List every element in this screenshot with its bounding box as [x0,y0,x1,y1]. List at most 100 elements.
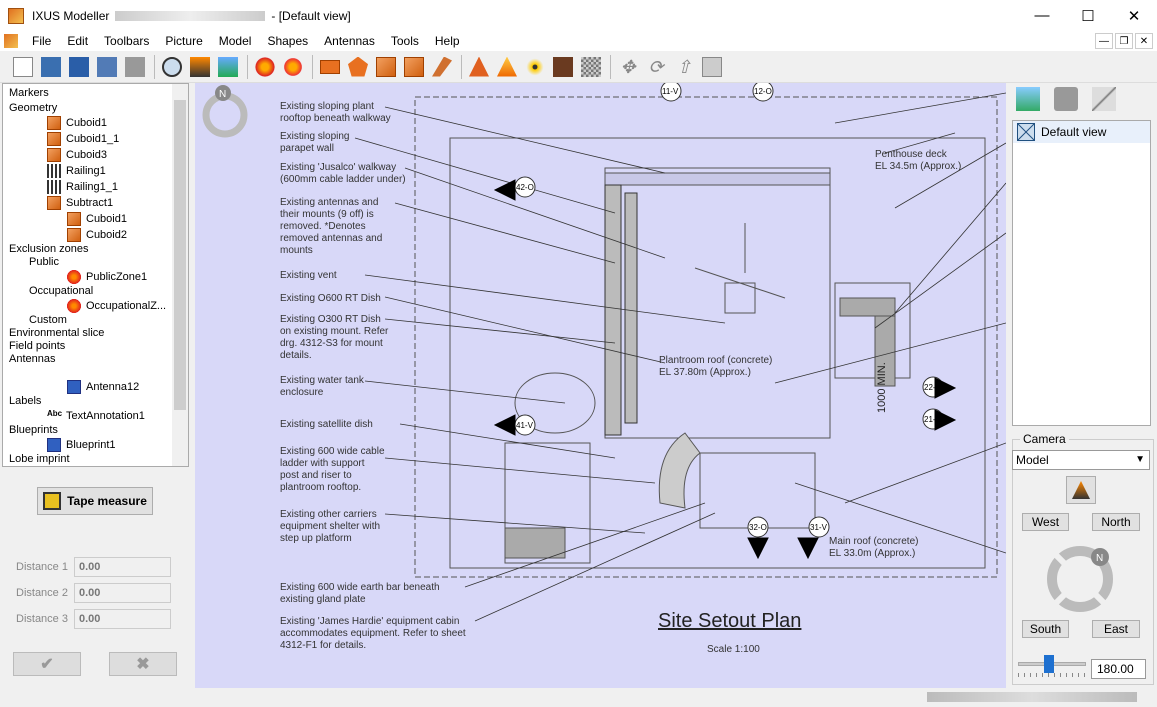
distance-2-field[interactable]: 0.00 [73,583,171,603]
tree-item[interactable]: Lobe imprint [9,452,70,465]
tree-item[interactable]: Public [29,255,59,268]
west-button[interactable]: West [1022,513,1069,531]
tree-item[interactable]: Markers [9,86,49,99]
tree-item[interactable]: Labels [9,394,42,407]
lobe-button[interactable] [252,54,278,80]
maximize-button[interactable]: ☐ [1081,7,1095,25]
rectangle-button[interactable] [317,54,343,80]
east-button[interactable]: East [1092,620,1140,638]
camera-reset-button[interactable] [1066,476,1096,504]
view-item-default[interactable]: Default view [1013,121,1150,143]
tree-item[interactable]: Occupational [29,464,93,467]
scrollbar-thumb[interactable] [174,100,186,410]
south-button[interactable]: South [1022,620,1069,638]
tree-item[interactable]: Cuboid1 [67,211,127,226]
save-as-button[interactable] [94,54,120,80]
ok-button[interactable]: ✔ [13,652,81,676]
mdi-restore-button[interactable]: ❐ [1115,33,1133,49]
tree-item[interactable]: Blueprint1 [47,437,116,452]
north-button[interactable]: North [1092,513,1140,531]
tree-item[interactable]: Subtract1 [47,195,113,210]
distance-3-field[interactable]: 0.00 [73,609,171,629]
menu-shapes[interactable]: Shapes [267,34,309,48]
tree-item[interactable]: Railing1 [47,163,106,178]
move-button[interactable]: ✥ [615,54,641,80]
tree-item[interactable]: Cuboid2 [67,227,127,242]
tree-item[interactable]: Cuboid1_1 [47,131,119,146]
camera-compass-icon[interactable]: N [1042,541,1118,617]
view-list[interactable]: Default view [1012,120,1151,426]
mdi-minimize-button[interactable]: — [1095,33,1113,49]
camera-button[interactable] [187,54,213,80]
tree-item[interactable]: Field points [9,339,66,352]
tree-scrollbar[interactable] [172,84,188,466]
menu-edit[interactable]: Edit [67,34,89,48]
tree-item[interactable]: Occupational [29,284,94,297]
tree-item[interactable]: Custom [29,313,67,326]
trash-icon[interactable] [1054,87,1078,111]
tape-measure-button[interactable]: Tape measure [37,487,153,515]
camera-mode-select[interactable]: Model▼ [1012,450,1150,470]
slider-knob[interactable] [1043,655,1054,673]
export-button[interactable] [122,54,148,80]
subtract-icon [47,195,61,210]
camera-angle-input[interactable]: 180.00 [1091,659,1146,679]
roof-button[interactable] [429,54,455,80]
antenna-icon [525,56,545,77]
antenna-button[interactable] [522,54,548,80]
tree-item[interactable]: Railing1_1 [47,179,118,194]
menu-file[interactable]: File [32,34,52,48]
view-compass-icon[interactable]: N [195,83,255,143]
model-tree[interactable]: OccupationalLobe imprintBlueprint1Bluepr… [2,83,189,467]
distance-1-field[interactable]: 0.00 [73,557,171,577]
tape-measure-icon [43,492,62,510]
mesh-button[interactable] [578,54,604,80]
minimize-button[interactable]: — [1034,7,1050,24]
document-icon[interactable] [4,34,18,48]
tower-button[interactable] [466,54,492,80]
cancel-button[interactable]: ✖ [109,652,177,676]
menu-bar: File Edit Toolbars Picture Model Shapes … [0,31,1157,51]
polygon-button[interactable] [345,54,371,80]
tree-item[interactable]: Environmental slice [9,326,105,339]
edit-view-icon[interactable] [1092,87,1116,111]
zone-button[interactable] [280,54,306,80]
new-view-icon[interactable] [1016,87,1040,111]
tree-item[interactable]: Cuboid3 [47,147,107,162]
picture-button[interactable] [215,54,241,80]
tree-item[interactable]: Antennas [9,352,56,365]
shelter-button[interactable] [550,54,576,80]
panel-button[interactable] [699,54,725,80]
open-button[interactable] [38,54,64,80]
tree-item[interactable]: Exclusion zones [9,242,89,255]
menu-antennas[interactable]: Antennas [324,34,375,48]
menu-model[interactable]: Model [218,34,252,48]
cuboid-button[interactable] [373,54,399,80]
plan-annotation: Existing O300 RT Dish on existing mount.… [280,314,389,361]
lift-button[interactable]: ⇧ [671,54,697,80]
tree-item[interactable]: Cuboid1 [47,115,107,130]
tree-item[interactable]: Antenna12 [67,379,139,394]
tree-item[interactable]: Blueprints [9,423,58,436]
cuboid-icon [67,227,81,242]
save-button[interactable] [66,54,92,80]
camera-angle-slider[interactable] [1018,655,1086,673]
tree-item[interactable]: OccupationalZ... [67,298,166,313]
antenna-tag-label: 21-V [924,415,942,424]
prism-button[interactable] [401,54,427,80]
menu-picture[interactable]: Picture [165,34,203,48]
zoom-button[interactable] [159,54,185,80]
mdi-close-button[interactable]: ✕ [1135,33,1153,49]
tree-item[interactable]: Geometry [9,101,58,114]
rotate-button[interactable]: ⟳ [643,54,669,80]
cone-icon [497,56,517,77]
cone-button[interactable] [494,54,520,80]
menu-tools[interactable]: Tools [390,34,419,48]
new-button[interactable] [10,54,36,80]
tree-item[interactable]: PublicZone1 [67,269,147,284]
menu-help[interactable]: Help [434,34,460,48]
close-button[interactable]: ✕ [1127,7,1141,25]
menu-toolbars[interactable]: Toolbars [104,34,150,48]
